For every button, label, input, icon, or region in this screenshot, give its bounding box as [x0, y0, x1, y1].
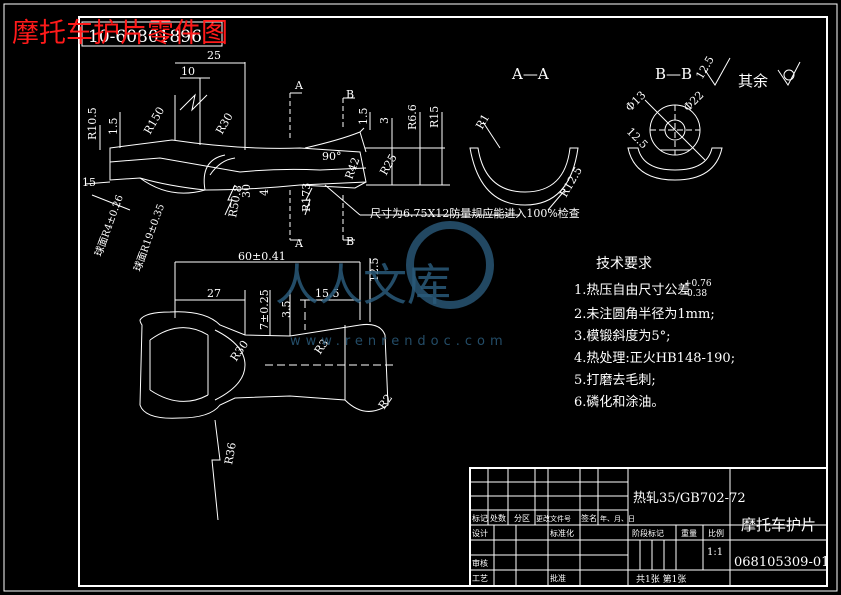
tb-h-design: 设计 [472, 528, 488, 538]
section-mark-b-top: B [346, 88, 354, 101]
inner-frame [78, 16, 828, 587]
section-mark-a-bottom: A [294, 237, 304, 250]
tb-h-stage: 阶段标记 [632, 528, 664, 538]
dim-r50-8: R50.8 [226, 184, 244, 219]
tech-tol-minus: -0.38 [684, 289, 707, 299]
plan-view [139, 258, 395, 521]
dim-r36: R36 [222, 441, 239, 465]
tb-scale: 1:1 [707, 547, 723, 558]
front-note: 尺寸为6.75X12防量规应能进入100%检查 [370, 206, 580, 220]
title-block-text: 热轧35/GB702-72 摩托车护片 068105309-01 1:1 共1张… [472, 491, 829, 585]
left-note-1: 球面R4±0.26 [92, 193, 126, 258]
dim-phi13: Φ13 [623, 89, 648, 114]
tech-item-2: 2.未注圆角半径为1mm; [574, 307, 715, 322]
dim-r12-5-aa: R12.5 [557, 165, 585, 200]
tech-requirements: 技术要求 1.热压自由尺寸公差 +0.76 -0.38 2.未注圆角半径为1mm… [574, 256, 735, 410]
section-mark-b-bottom: B [346, 235, 354, 248]
tech-item-4: 4.热处理:正火HB148-190; [574, 351, 735, 366]
dim-r6-6: R6.6 [406, 104, 419, 130]
dim-7: 7±0.25 [258, 289, 271, 330]
dim-r2: R2 [376, 392, 395, 412]
dim-r173: R173 [300, 183, 313, 212]
dim-4: 4 [258, 189, 271, 196]
dim-25: 25 [207, 49, 221, 62]
section-a-a-label: A—A [511, 65, 549, 83]
watermark-text: 人人文库 [275, 260, 451, 311]
watermark-url: www.renrendoc.com [290, 334, 508, 349]
dim-3: 3 [378, 117, 391, 124]
tech-title: 技术要求 [596, 256, 652, 272]
tb-h-std: 标准化 [550, 528, 574, 538]
dim-12-5-plan: 12.5 [368, 258, 381, 283]
dim-3-5: 3.5 [280, 301, 293, 319]
dim-60: 60±0.41 [238, 250, 286, 263]
dim-1-5b: 1.5 [357, 108, 370, 126]
dim-30: 30 [240, 184, 253, 198]
section-a-a: A—A R1 R12.5 [469, 65, 585, 211]
tb-h-sign: 签名 [581, 513, 597, 523]
tech-item-6: 6.磷化和涂油。 [574, 394, 664, 410]
title-block [469, 467, 828, 587]
tb-sheet: 共1张 第1张 [636, 573, 686, 585]
dim-r30: R30 [213, 111, 235, 137]
dim-12-5-bb: 12.5 [624, 125, 651, 152]
tb-h-mark: 标记 [472, 513, 488, 523]
dim-15: 15 [82, 176, 96, 189]
section-b-b-label: B—B [655, 65, 692, 83]
dim-r150: R150 [141, 105, 167, 137]
dim-r25: R25 [377, 152, 399, 178]
dim-90deg: 90° [322, 150, 342, 163]
section-marks: A A B B [294, 79, 354, 250]
front-view-dims: 25 10 R10.5 1.5 R150 R30 90° 1.5 3 R6.6 … [82, 49, 580, 273]
dim-r30-plan: R30 [228, 338, 251, 364]
tech-item-1: 1.热压自由尺寸公差 [574, 283, 690, 298]
roughness-mark: 12.5 其余 [693, 54, 801, 90]
dim-r10-5: R10.5 [86, 107, 99, 140]
dim-r15: R15 [428, 106, 441, 128]
dim-15-5: 15.5 [315, 287, 340, 300]
tech-item-3: 3.模锻斜度为5°; [574, 328, 671, 344]
dim-27: 27 [207, 287, 221, 300]
tb-part-name: 摩托车护片 [741, 516, 816, 534]
dim-r1: R1 [473, 112, 492, 132]
outer-frame [3, 3, 838, 592]
front-view [84, 62, 520, 241]
tb-h-zone: 分区 [514, 514, 530, 523]
section-mark-a-top: A [294, 79, 304, 92]
tb-h-doc: 更改文件号 [536, 514, 571, 523]
tech-item-5: 5.打磨去毛刺; [574, 373, 656, 388]
left-note-2: 球面R19±0.35 [131, 202, 167, 273]
rest-label: 其余 [738, 72, 768, 90]
drawing-no-box-text: 10-60801896 [88, 27, 202, 47]
tb-h-approve: 批准 [550, 573, 566, 583]
dim-10: 10 [181, 65, 195, 78]
tb-h-process: 工艺 [472, 574, 488, 583]
tb-h-ratio: 比例 [708, 528, 724, 538]
tb-material: 热轧35/GB702-72 [633, 491, 746, 506]
drawing-no-box [81, 21, 223, 47]
tb-h-weight: 重量 [681, 528, 697, 538]
roughness-value: 12.5 [693, 54, 717, 82]
tb-h-review: 审核 [472, 558, 488, 568]
dim-1-5: 1.5 [107, 118, 120, 136]
tb-h-date: 年、月、日 [600, 514, 635, 523]
dim-phi22: Φ22 [681, 89, 706, 114]
banner-title: 摩托车护片零件图 [12, 18, 228, 49]
tb-h-qty: 处数 [490, 513, 506, 523]
watermark: 人人文库 www.renrendoc.com [275, 221, 508, 349]
section-b-b: B—B Φ13 Φ22 12.5 [623, 65, 723, 181]
tech-tol-plus: +0.76 [684, 279, 712, 289]
tb-drawing-no: 068105309-01 [734, 555, 829, 570]
